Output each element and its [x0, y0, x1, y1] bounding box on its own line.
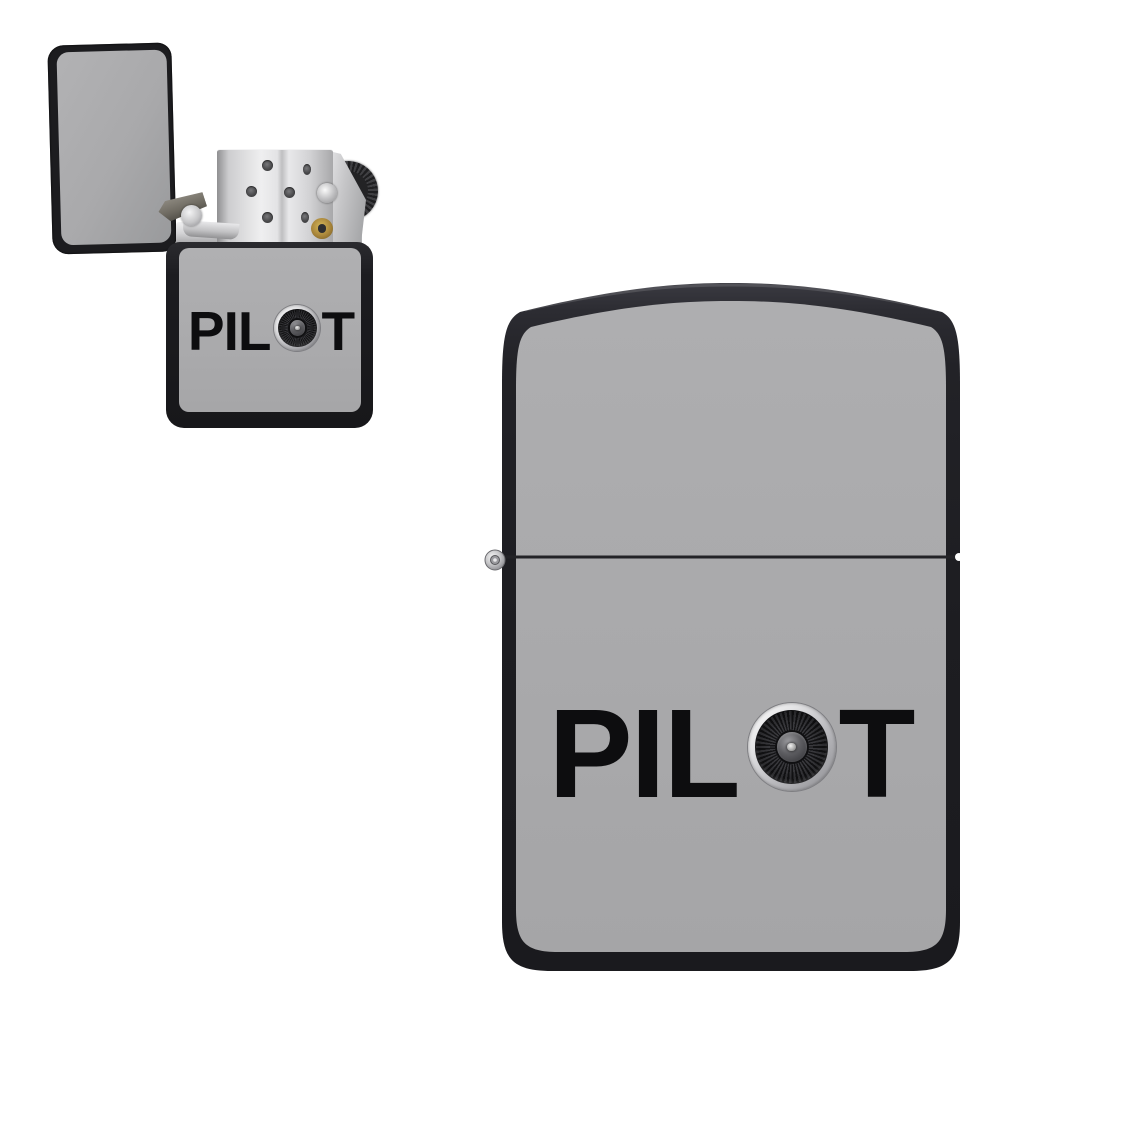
pilot-print: PIL T [187, 299, 355, 362]
pilot-text-start: PIL [187, 299, 272, 362]
closed-lighter-case [484, 283, 963, 971]
flint-screw [311, 218, 333, 239]
turbine-o-icon [747, 703, 836, 791]
hinge-pin [484, 549, 506, 571]
seam-right-notch [955, 553, 963, 561]
pilot-text-start: PIL [548, 683, 741, 824]
chimney-hole [262, 160, 273, 171]
chimney-hole [262, 212, 273, 223]
pilot-print: PIL T [549, 688, 916, 820]
pilot-text-end: T [321, 299, 355, 362]
open-lighter-body [166, 242, 373, 428]
closed-lighter-front-panel [516, 301, 946, 952]
pilot-text-end: T [838, 683, 916, 824]
chimney-hole [303, 164, 311, 175]
chimney-hole [284, 187, 295, 198]
cam-rivet [181, 205, 202, 226]
open-lighter-lid-inside [56, 49, 172, 246]
closed-lighter-crown-highlight [524, 283, 938, 312]
turbine-spinner-tip [787, 742, 796, 752]
chimney-hole [246, 186, 257, 197]
turbine-o-icon [274, 305, 321, 351]
open-lighter-front-panel [179, 248, 361, 412]
flint-wheel-rivet [317, 183, 337, 203]
open-lighter-lid [47, 42, 177, 255]
turbine-spinner-tip [295, 325, 300, 331]
chimney-hole [301, 212, 309, 223]
